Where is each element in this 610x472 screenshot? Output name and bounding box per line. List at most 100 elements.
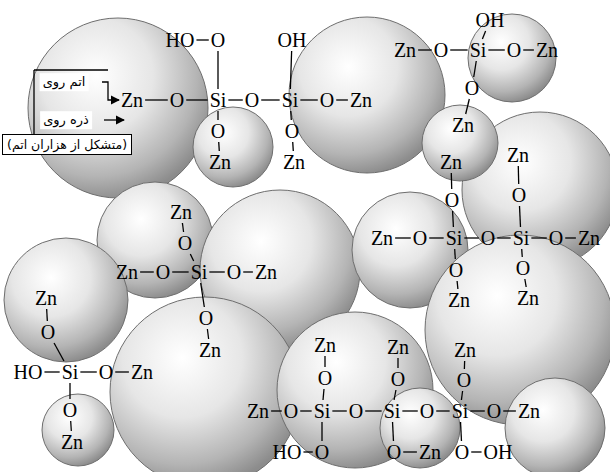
bond-line <box>456 281 458 289</box>
callout-label: ذره روی <box>40 111 92 129</box>
bond-line <box>228 99 242 100</box>
bond-line <box>482 31 485 39</box>
bracket-line <box>34 69 108 70</box>
atom-symbol: Zn <box>507 145 529 165</box>
atom-symbol: O <box>227 262 241 282</box>
bond-line <box>115 371 129 372</box>
bond-line <box>323 389 324 400</box>
atom-symbol: Si <box>62 362 79 382</box>
atom-symbol: O <box>516 258 530 278</box>
atom-symbol: O <box>318 368 332 388</box>
atom-symbol: O <box>284 401 298 421</box>
leader-arrow <box>104 119 124 120</box>
bond-line <box>429 237 443 238</box>
atom-symbol: Si <box>191 262 208 282</box>
bond-line <box>332 410 346 411</box>
atom-symbol: Zn <box>199 340 221 360</box>
bond-line <box>290 111 292 120</box>
atom-symbol: O <box>420 401 434 421</box>
bond-line <box>196 39 208 40</box>
atom-symbol: Si <box>210 90 227 110</box>
bond-line <box>182 223 183 232</box>
atom-symbol: O <box>387 442 401 462</box>
atom-symbol: Si <box>446 228 463 248</box>
bond-line <box>46 309 48 321</box>
bond-line <box>436 410 449 411</box>
atom-symbol: HO <box>166 30 195 50</box>
atom-symbol: O <box>455 442 469 462</box>
bond-line <box>565 237 576 238</box>
atom-symbol: Zn <box>314 335 336 355</box>
bond-line <box>217 51 218 89</box>
atom-symbol: O <box>320 90 334 110</box>
bond-line <box>454 249 456 259</box>
callout-text: (متشکل از هزاران اتم) <box>7 137 127 152</box>
atom-symbol: O <box>285 121 299 141</box>
atom-symbol: Zn <box>452 115 474 135</box>
bond-line <box>201 283 205 307</box>
bond-line <box>402 410 417 411</box>
atom-symbol: Zn <box>517 288 539 308</box>
atom-symbol: Zn <box>247 401 269 421</box>
bond-line <box>54 343 64 361</box>
atom-symbol: HO <box>273 442 302 462</box>
atom-symbol: Zn <box>350 90 372 110</box>
bond-line <box>300 99 317 100</box>
atom-symbol: O <box>315 442 329 462</box>
atom-symbol: O <box>507 40 521 60</box>
bond-line <box>461 391 462 400</box>
bond-line <box>271 410 282 411</box>
bond-line <box>261 99 279 100</box>
bond-line <box>450 49 467 50</box>
atom-symbol: OH <box>476 10 505 30</box>
atom-symbol: O <box>465 78 479 98</box>
atom-symbol: O <box>487 401 501 421</box>
bond-line <box>140 271 154 272</box>
bond-line <box>395 237 411 238</box>
bond-line <box>80 371 96 372</box>
atom-symbol: Zn <box>61 432 83 452</box>
atom-symbol: Zn <box>371 228 393 248</box>
atom-symbol: O <box>178 233 192 253</box>
bond-line <box>523 49 534 50</box>
bond-line <box>471 451 481 452</box>
bond-line <box>324 356 325 367</box>
bond-line <box>525 279 526 287</box>
zinc-particle <box>28 18 208 198</box>
atom-symbol: O <box>211 30 225 50</box>
atom-symbol: Zn <box>255 262 277 282</box>
bond-line <box>474 61 477 77</box>
bond-line <box>464 361 466 369</box>
atom-symbol: Zn <box>394 40 416 60</box>
atom-symbol: O <box>99 362 113 382</box>
bond-line <box>531 237 546 238</box>
atom-symbol: O <box>391 369 405 389</box>
zinc-particle <box>193 107 273 187</box>
atom-symbol: Zn <box>131 362 153 382</box>
bond-line <box>292 142 294 151</box>
bond-line <box>397 358 398 368</box>
bond-line <box>392 422 394 441</box>
atom-symbol: Si <box>470 40 487 60</box>
atom-symbol: HO <box>14 362 43 382</box>
atom-symbol: Zn <box>419 442 441 462</box>
bond-line <box>207 329 208 339</box>
bond-line <box>172 271 188 272</box>
bond-line <box>69 383 70 399</box>
atom-symbol: Si <box>452 401 469 421</box>
bond-line <box>403 451 417 452</box>
callout-box: (متشکل از هزاران اتم) <box>2 134 132 155</box>
bond-line <box>336 99 348 100</box>
bond-line <box>418 49 432 50</box>
atom-symbol: Zn <box>440 152 462 172</box>
bond-line <box>464 237 478 238</box>
bond-line <box>217 111 218 120</box>
bracket-line <box>33 70 34 134</box>
atom-symbol: O <box>156 262 170 282</box>
atom-symbol: Zn <box>454 340 476 360</box>
bond-line <box>488 49 504 50</box>
zinc-particle <box>4 238 128 362</box>
bond-line <box>519 206 521 227</box>
atom-symbol: O <box>245 90 259 110</box>
